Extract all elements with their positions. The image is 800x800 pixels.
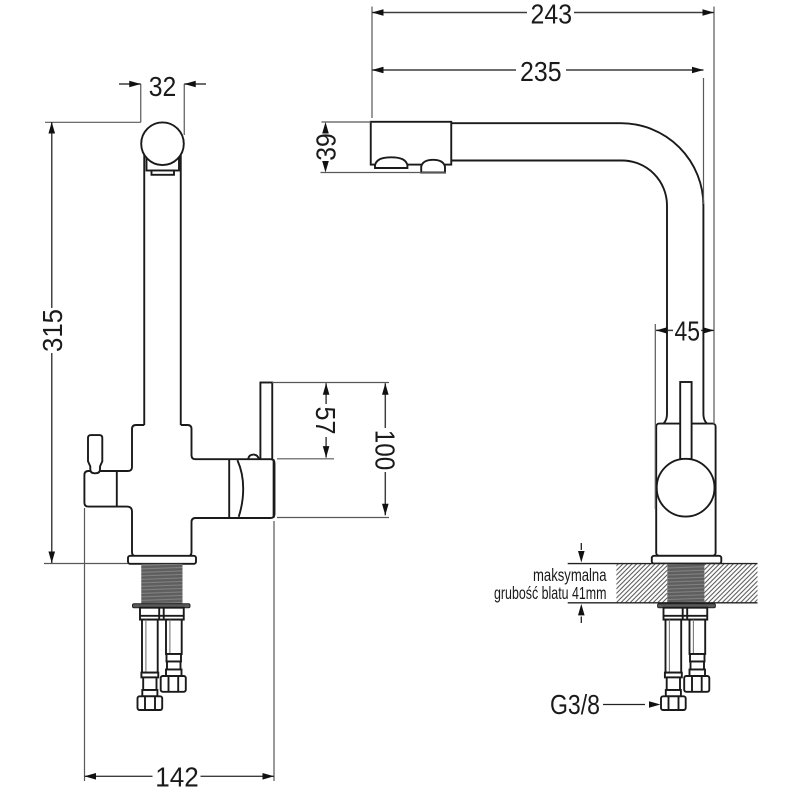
svg-text:32: 32 [149, 71, 177, 102]
svg-text:grubość blatu 41mm: grubość blatu 41mm [494, 583, 607, 603]
svg-text:45: 45 [675, 315, 701, 346]
svg-text:100: 100 [369, 430, 400, 471]
svg-text:G3/8: G3/8 [550, 689, 600, 720]
svg-text:57: 57 [310, 407, 341, 435]
svg-text:142: 142 [155, 761, 199, 792]
svg-text:maksymalna: maksymalna [533, 565, 607, 585]
svg-text:235: 235 [520, 56, 562, 87]
svg-text:243: 243 [531, 0, 573, 30]
svg-text:39: 39 [311, 133, 342, 161]
svg-text:315: 315 [37, 309, 68, 352]
